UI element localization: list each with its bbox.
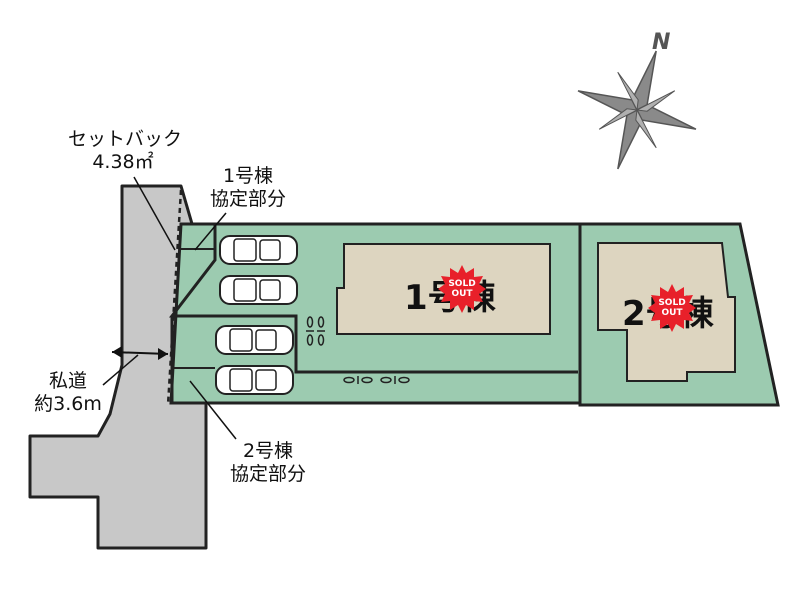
private-road-title: 私道 <box>48 370 87 392</box>
bicycle-icon <box>306 316 314 346</box>
agreement-2-label: 2号棟 協定部分 <box>218 440 318 486</box>
private-road-label: 私道 約3.6m <box>18 370 118 416</box>
car-icon <box>215 325 294 355</box>
starburst-badge-icon <box>648 284 696 332</box>
agreement-1-building: 1号棟 <box>222 165 274 187</box>
compass-rose-icon <box>577 50 697 170</box>
private-road-width: 約3.6m <box>34 393 102 415</box>
agreement-2-text: 協定部分 <box>229 463 306 485</box>
car-icon <box>215 365 294 395</box>
agreement-2-building: 2号棟 <box>242 440 294 462</box>
agreement-1-label: 1号棟 協定部分 <box>198 165 298 211</box>
agreement-1-text: 協定部分 <box>209 188 286 210</box>
setback-label: セットバック 4.38㎡ <box>68 128 183 174</box>
bicycle-icon <box>317 316 325 346</box>
north-label: N <box>652 30 671 55</box>
bicycle-icon <box>343 376 373 384</box>
parking-boundary <box>168 224 578 374</box>
road-width-dimension <box>111 346 169 360</box>
leader-lines <box>102 176 237 440</box>
sold-out-text-1: SOLD <box>448 279 476 289</box>
sold-out-badge-2: SOLD OUT <box>647 283 697 333</box>
sold-out-badge-1: SOLD OUT <box>437 264 487 314</box>
car-icon <box>219 275 298 305</box>
setback-title: セットバック <box>68 128 183 150</box>
starburst-badge-icon <box>438 265 486 313</box>
sold-out-text-1: SOLD <box>658 298 686 308</box>
bicycle-icon <box>380 376 410 384</box>
car-icon <box>219 235 298 265</box>
setback-area: 4.38㎡ <box>92 151 154 173</box>
sold-out-text-2: OUT <box>451 289 473 299</box>
sold-out-text-2: OUT <box>661 308 683 318</box>
